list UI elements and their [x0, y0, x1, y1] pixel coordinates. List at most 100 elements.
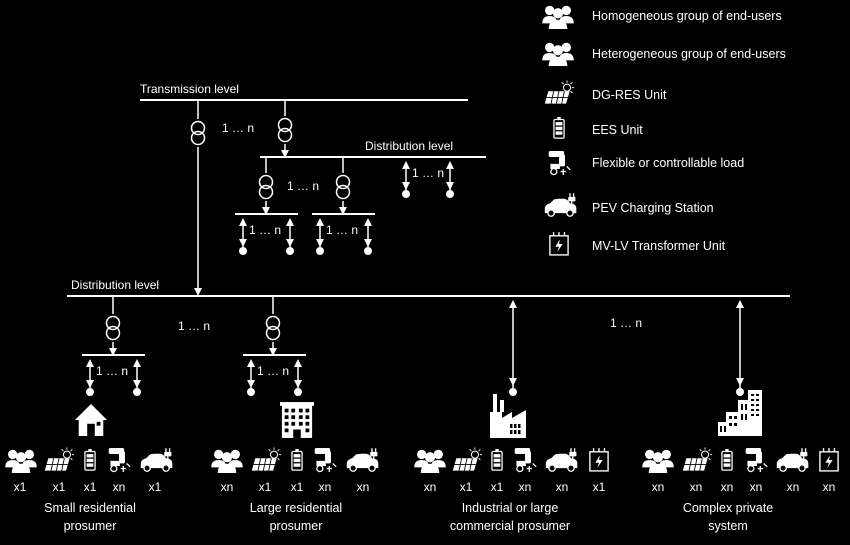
multiplier: x1: [491, 480, 504, 494]
transformer-symbol: [335, 174, 351, 200]
battery-icon: [491, 449, 503, 471]
multiplier: xn: [721, 480, 734, 494]
multiplier: xn: [519, 480, 532, 494]
solar-panel-icon: [544, 80, 575, 105]
range-label: 1 … n: [222, 121, 254, 135]
city-skyline-icon: [718, 390, 762, 436]
end-node: [239, 247, 247, 255]
heterogeneous-group-icon: [642, 449, 674, 473]
multiplier: xn: [652, 480, 665, 494]
prosumer-small-residential: x1 x1 x1 xn x1 Small residential prosume…: [5, 447, 173, 533]
main-distribution-label: Distribution level: [71, 278, 159, 292]
transformer-box-icon: [589, 448, 609, 472]
end-node: [364, 247, 372, 255]
solar-panel-icon: [682, 447, 713, 472]
legend-label-homogeneous: Homogeneous group of end-users: [592, 9, 782, 23]
multiplier: x1: [149, 480, 162, 494]
transmission-network: Transmission level 1 … n: [140, 82, 468, 296]
heterogeneous-group-icon: [414, 449, 446, 473]
range-label: 1 … n: [257, 364, 289, 378]
upper-distribution-network: Distribution level 1 … n 1 … n 1 … n: [235, 139, 486, 255]
transformer-symbol: [265, 315, 281, 341]
homogeneous-group-icon: [5, 449, 37, 473]
multiplier: xn: [556, 480, 569, 494]
robotic-arm-icon: [548, 150, 571, 176]
legend-label-ees: EES Unit: [592, 123, 643, 137]
multiplier: xn: [221, 480, 234, 494]
battery-icon: [553, 117, 565, 139]
ev-charging-icon: [776, 448, 809, 472]
prosumer-caption: commercial prosumer: [450, 519, 570, 533]
prosumer-caption: prosumer: [64, 519, 117, 533]
multiplier: x1: [593, 480, 606, 494]
multiplier: xn: [823, 480, 836, 494]
factory-icon: [490, 394, 526, 438]
end-node: [736, 388, 744, 396]
multiplier: xn: [690, 480, 703, 494]
solar-panel-icon: [452, 447, 483, 472]
prosumer-caption: Large residential: [250, 501, 342, 515]
house-icon: [74, 403, 108, 437]
battery-icon: [84, 449, 96, 471]
multiplier: x1: [53, 480, 66, 494]
multiplier: x1: [14, 480, 27, 494]
legend-label-dg-res: DG-RES Unit: [592, 88, 667, 102]
multiplier: xn: [113, 480, 126, 494]
prosumer-caption: system: [708, 519, 748, 533]
robotic-arm-icon: [514, 447, 537, 473]
solar-panel-icon: [251, 447, 282, 472]
end-node: [86, 388, 94, 396]
range-label: 1 … n: [178, 319, 210, 333]
end-node: [402, 190, 410, 198]
apartment-building-icon: [280, 402, 314, 438]
end-node: [316, 247, 324, 255]
range-label: 1 … n: [287, 179, 319, 193]
range-label: 1 … n: [412, 166, 444, 180]
ev-charging-icon: [346, 448, 379, 472]
legend-label-flexible-load: Flexible or controllable load: [592, 156, 744, 170]
multiplier: x1: [460, 480, 473, 494]
multiplier: xn: [750, 480, 763, 494]
prosumer-industrial: xn x1 x1 xn xn x1 Industrial or large co…: [414, 447, 609, 533]
robotic-arm-icon: [314, 447, 337, 473]
range-label: 1 … n: [249, 223, 281, 237]
homogeneous-group-icon: [542, 5, 574, 29]
battery-icon: [721, 449, 733, 471]
transformer-box-icon: [819, 448, 839, 472]
ev-charging-icon: [545, 448, 578, 472]
end-node: [294, 388, 302, 396]
transformer-symbol: [105, 315, 121, 341]
legend: Homogeneous group of end-users Heterogen…: [542, 5, 786, 256]
multiplier: x1: [84, 480, 97, 494]
end-node: [286, 247, 294, 255]
multiplier: x1: [291, 480, 304, 494]
prosumer-caption: prosumer: [270, 519, 323, 533]
ev-charging-icon: [544, 193, 577, 217]
range-label: 1 … n: [96, 364, 128, 378]
prosumer-caption: Industrial or large: [462, 501, 559, 515]
robotic-arm-icon: [745, 447, 768, 473]
transformer-box-icon: [549, 232, 569, 256]
upper-distribution-label: Distribution level: [365, 139, 453, 153]
prosumer-large-residential: xn x1 x1 xn xn Large residential prosume…: [211, 447, 379, 533]
prosumer-caption: Small residential: [44, 501, 136, 515]
end-node: [446, 190, 454, 198]
transmission-level-label: Transmission level: [140, 82, 239, 96]
solar-panel-icon: [44, 447, 75, 472]
prosumer-complex-system: xn xn xn xn xn xn Complex private system: [642, 447, 839, 533]
heterogeneous-group-icon: [542, 42, 574, 66]
end-node: [509, 388, 517, 396]
prosumer-caption: Complex private: [683, 501, 773, 515]
transformer-symbol: [277, 117, 293, 143]
multiplier: x1: [259, 480, 272, 494]
heterogeneous-group-icon: [211, 449, 243, 473]
transformer-symbol: [258, 174, 274, 200]
multiplier: xn: [357, 480, 370, 494]
multiplier: xn: [424, 480, 437, 494]
legend-label-pev: PEV Charging Station: [592, 201, 714, 215]
main-distribution-network: Distribution level 1 … n 1 … n 1 … n 1 ……: [67, 278, 790, 396]
legend-label-heterogeneous: Heterogeneous group of end-users: [592, 47, 786, 61]
end-node: [133, 388, 141, 396]
range-label: 1 … n: [610, 316, 642, 330]
